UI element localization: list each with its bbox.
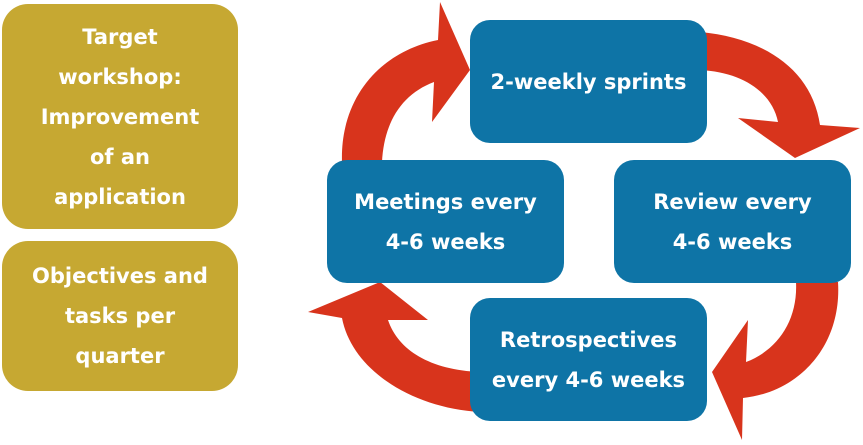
meetings-label: Meetings every 4-6 weeks [354, 189, 537, 254]
sprints-box: 2-weekly sprints [470, 20, 707, 143]
meetings-box: Meetings every 4-6 weeks [327, 160, 564, 283]
retrospectives-label: Retrospectives every 4-6 weeks [491, 327, 686, 392]
target-workshop-box: Target workshop: Improvement of an appli… [2, 4, 238, 229]
arrow-retro-to-meetings [308, 282, 480, 412]
review-box: Review every 4-6 weeks [614, 160, 851, 283]
arrow-sprints-to-review [700, 32, 860, 158]
arrow-meetings-to-sprints [341, 2, 470, 162]
retrospectives-box: Retrospectives every 4-6 weeks [470, 298, 707, 421]
objectives-box: Objectives and tasks per quarter [2, 241, 238, 391]
review-label: Review every 4-6 weeks [653, 189, 812, 254]
sprints-label: 2-weekly sprints [490, 69, 687, 94]
target-workshop-label: Target workshop: Improvement of an appli… [40, 24, 200, 209]
objectives-label: Objectives and tasks per quarter [32, 264, 208, 368]
arrow-review-to-retro [712, 282, 839, 440]
